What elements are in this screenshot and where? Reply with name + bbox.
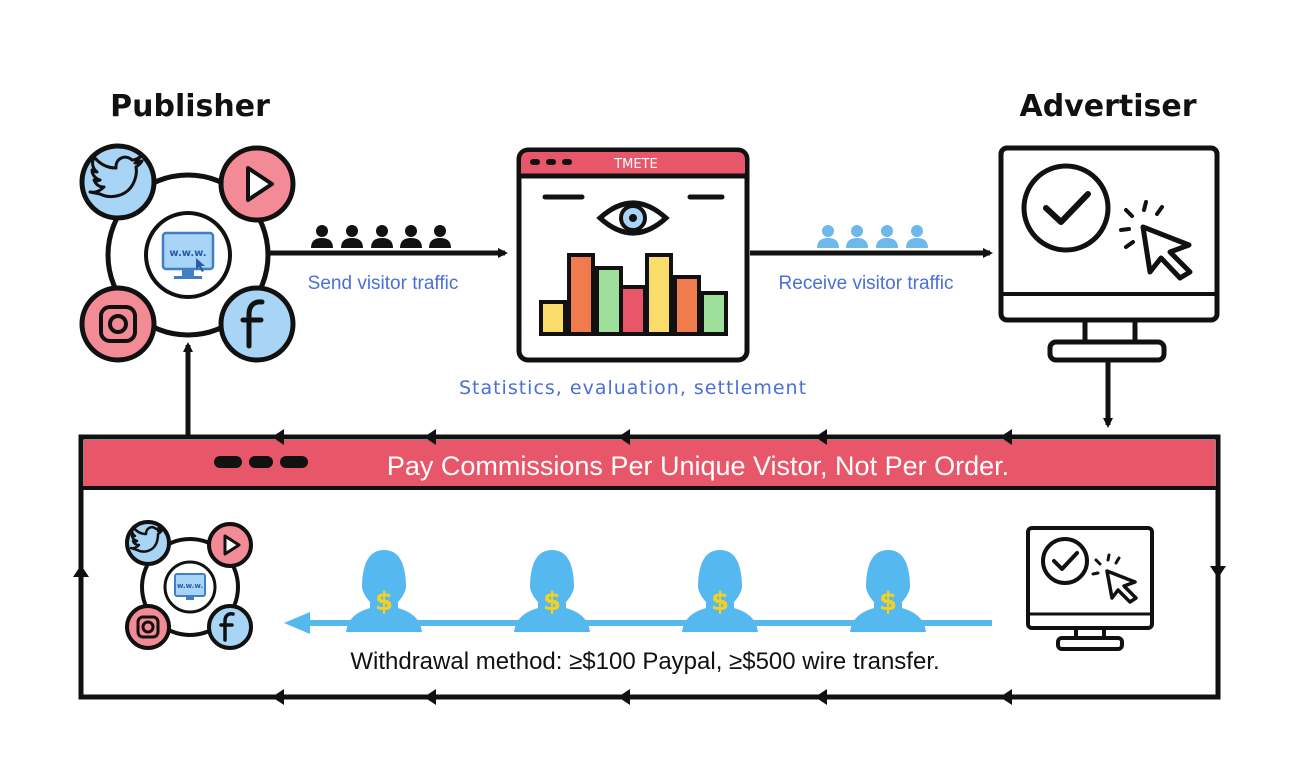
website-monitor-small-icon: w.w.w. [163,560,217,614]
platform-window: TMETE [516,147,750,363]
platform-caption: Statistics, evaluation, settlement [459,377,807,399]
top-flow-arrowheads [272,429,1012,445]
youtube-icon [218,145,296,223]
platform-window-title: TMETE [613,157,658,172]
instagram-icon [79,285,157,363]
svg-text:$: $ [711,587,729,617]
withdrawal-method-text: Withdrawal method: ≥$100 Paypal, ≥$500 w… [350,648,939,675]
commission-panel: Pay Commissions Per Unique Vistor, Not P… [73,429,1226,705]
advertiser-monitor-small [1026,526,1154,651]
payout-visitors: $ $ $ $ [346,550,926,632]
checkmark-circle-small-icon [1041,537,1089,585]
facebook-icon [218,285,296,363]
payout-arrow [284,612,992,634]
publisher-hub: w.w.w. [79,143,296,363]
facebook-small-icon [207,604,253,650]
advertiser-monitor [998,145,1220,363]
window-control-dots-icon [530,159,572,165]
twitter-small-icon [125,520,171,566]
advertiser-title: Advertiser [1019,89,1196,124]
checkmark-circle-icon [1021,163,1111,253]
cursor-click-small-icon [1091,553,1138,604]
svg-text:$: $ [879,587,897,617]
svg-text:$: $ [375,587,393,617]
cursor-click-icon [1119,200,1193,281]
eye-icon [596,200,670,236]
svg-text:$: $ [543,587,561,617]
send-traffic-label: Send visitor traffic [308,273,459,294]
payout-visitor-icon: $ [514,550,590,632]
bottom-flow-arrowheads [272,689,1012,705]
commission-banner-text: Pay Commissions Per Unique Vistor, Not P… [387,451,1009,481]
left-up-arrowhead [73,565,89,577]
stats-bar-chart-icon [539,253,728,336]
svg-text:w.w.w.: w.w.w. [177,582,203,590]
payout-visitor-icon: $ [682,550,758,632]
svg-text:w.w.w.: w.w.w. [169,248,206,259]
twitter-icon [79,143,157,221]
receive-visitor-crowd-icon [817,225,928,248]
payout-visitor-icon: $ [346,550,422,632]
payout-visitor-icon: $ [850,550,926,632]
receive-traffic-label: Receive visitor traffic [779,273,954,294]
publisher-hub-small: w.w.w. [125,520,253,650]
youtube-small-icon [207,522,253,568]
right-down-arrowhead [1210,566,1226,578]
send-visitor-crowd-icon [311,225,451,248]
website-monitor-icon: w.w.w. [144,211,232,299]
instagram-small-icon [125,604,171,650]
banner-dashes-icon [214,456,308,468]
publisher-title: Publisher [110,89,270,124]
